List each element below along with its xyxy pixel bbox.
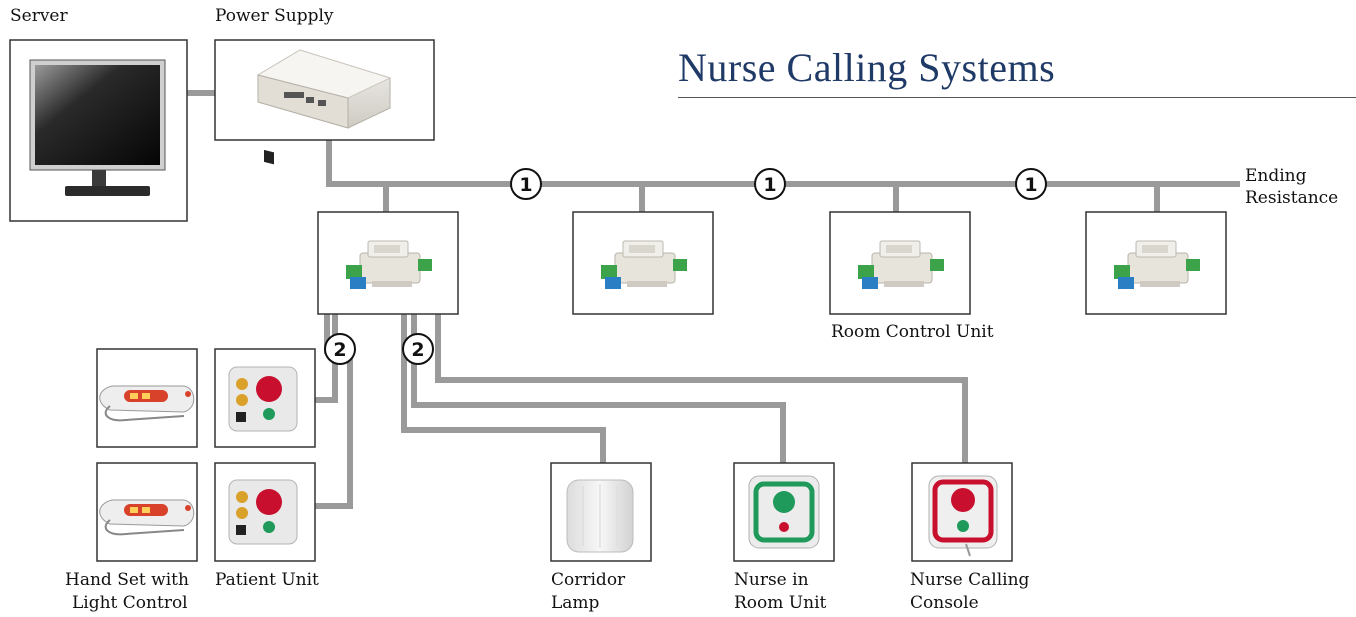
ending-resistance-label-line1: Ending [1245, 166, 1307, 186]
nurse-console-label-line2: Console [910, 593, 979, 613]
room-control-unit-3 [829, 211, 971, 315]
branch-marker-label: 2 [333, 339, 346, 361]
room-unit-icon [748, 475, 820, 549]
bus-marker-label: 1 [1024, 174, 1037, 196]
branch-marker-label: 2 [411, 339, 424, 361]
patient-unit-box-1 [214, 348, 316, 448]
server-label: Server [10, 6, 68, 26]
nurse-in-room-label-line2: Room Unit [734, 593, 827, 613]
server-box [9, 39, 188, 222]
handset-box-1 [96, 348, 198, 448]
room-control-unit-4 [1085, 211, 1227, 315]
hand-set-label-line2: Light Control [72, 593, 188, 613]
patient-unit-label: Patient Unit [215, 570, 319, 590]
corridor-lamp-label-line1: Corridor [551, 570, 626, 590]
corridor-lamp-box [550, 462, 652, 562]
nurse-in-room-label-line1: Nurse in [734, 570, 809, 590]
room-control-unit-2 [572, 211, 714, 315]
nurse-console-label-line1: Nurse Calling [910, 570, 1030, 590]
power-supply-label: Power Supply [215, 6, 334, 26]
power-supply-box [214, 39, 435, 165]
handset-box-2 [96, 462, 198, 562]
nurse-room-unit-box [733, 462, 835, 562]
corridor-lamp-label-line2: Lamp [551, 593, 600, 613]
corridor-lamp-icon [566, 479, 634, 553]
console-icon [928, 475, 998, 557]
patient-unit-box-2 [214, 462, 316, 562]
bus-marker-label: 1 [763, 174, 776, 196]
bus-markers [324, 168, 1047, 365]
power-supply-icon [256, 49, 392, 165]
nurse-console-box [911, 462, 1013, 562]
hand-set-label-line1: Hand Set with [65, 570, 189, 590]
title-rule [678, 97, 1356, 98]
room-control-unit-label: Room Control Unit [831, 322, 994, 342]
monitor-icon [29, 59, 166, 196]
bus-marker-label: 1 [519, 174, 532, 196]
diagram-title: Nurse Calling Systems [678, 45, 1056, 90]
ending-resistance-label-line2: Resistance [1245, 188, 1339, 208]
room-control-unit-1 [317, 211, 459, 315]
